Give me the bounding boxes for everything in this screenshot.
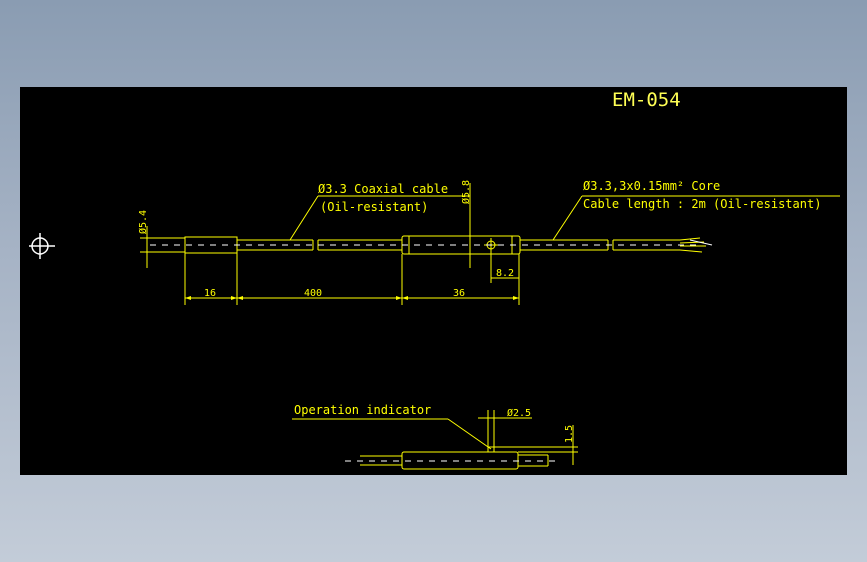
dimension-lines [140, 183, 840, 305]
core-label-1: Ø3.3,3x0.15mm² Core [583, 179, 720, 193]
coax-label-1: Ø3.3 Coaxial cable [318, 182, 448, 196]
core-label-2: Cable length : 2m (Oil-resistant) [583, 197, 821, 211]
detail-view [292, 410, 578, 470]
dim-d54: Ø5.4 [137, 210, 149, 234]
dim-d25: Ø2.5 [507, 407, 531, 419]
dim-15: 1.5 [564, 425, 575, 443]
dim-16: 16 [204, 288, 216, 299]
crosshair-icon [29, 233, 55, 259]
dim-82: 8.2 [496, 268, 514, 279]
dim-400: 400 [304, 288, 322, 299]
dim-36: 36 [453, 288, 465, 299]
coax-label-2: (Oil-resistant) [320, 200, 428, 214]
dim-d58: Ø5.8 [460, 180, 472, 204]
main-assembly [143, 235, 713, 255]
wire-ends [679, 237, 713, 253]
drawing-title: EM-054 [612, 89, 681, 111]
indicator-label: Operation indicator [294, 403, 431, 417]
drawing-canvas [20, 87, 847, 475]
